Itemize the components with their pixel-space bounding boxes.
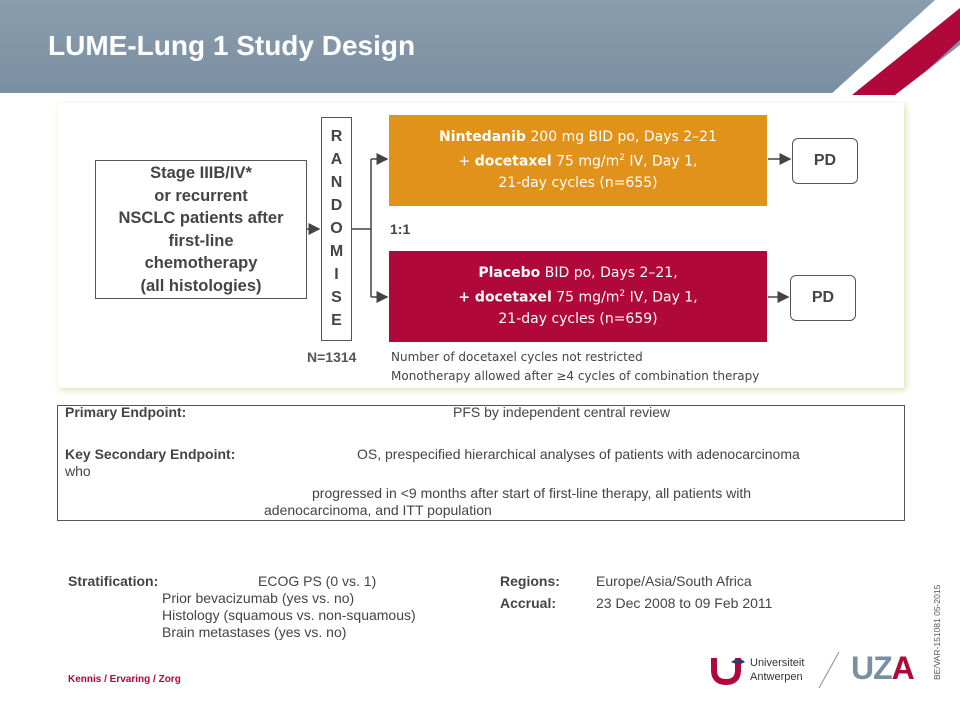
stratification-label: Stratification: xyxy=(68,573,159,589)
arm-combo-schedule: IV, Day 1, xyxy=(625,289,698,306)
stratification-item: ECOG PS (0 vs. 1) xyxy=(258,573,377,589)
corner-decoration xyxy=(830,0,960,95)
randomise-letter: D xyxy=(330,197,343,214)
university-name-line: Universiteit xyxy=(750,657,805,669)
arm-cycles: 21-day cycles (n=655) xyxy=(498,174,658,191)
population-line: chemotherapy xyxy=(144,254,258,272)
endpoints-box xyxy=(57,405,905,521)
pd-box-bottom: PD xyxy=(790,275,856,321)
total-n: N=1314 xyxy=(307,349,357,365)
arm-cycles: 21-day cycles (n=659) xyxy=(498,310,658,327)
population-line: Stage IIIB/IV* xyxy=(150,164,252,182)
arm-combo-dose: 75 mg/m xyxy=(551,289,620,306)
secondary-endpoint-label: Key Secondary Endpoint: xyxy=(65,446,236,462)
nintedanib-arm-box: Nintedanib 200 mg BID po, Days 2–21 + do… xyxy=(389,115,767,206)
regions-label: Regions: xyxy=(500,573,560,589)
population-line: or recurrent xyxy=(154,186,248,205)
uza-logo: UZA xyxy=(851,650,915,687)
arm-combo-drug: + docetaxel xyxy=(458,289,552,306)
logo-divider xyxy=(818,651,840,689)
randomise-box: R A N D O M I S E xyxy=(321,117,352,341)
arm-combo-drug: docetaxel xyxy=(474,153,552,170)
stratification-item: Prior bevacizumab (yes vs. no) xyxy=(162,590,355,606)
secondary-endpoint-value: progressed in <9 months after start of f… xyxy=(312,485,752,501)
footer-tagline: Kennis / Ervaring / Zorg xyxy=(68,674,181,685)
primary-endpoint-value: PFS by independent central review xyxy=(453,404,671,420)
randomise-letter: M xyxy=(329,243,344,260)
placebo-arm-box: Placebo BID po, Days 2–21, + docetaxel 7… xyxy=(389,251,767,342)
arm-notes: Number of docetaxel cycles not restricte… xyxy=(391,348,759,386)
arm-drug-name: Nintedanib xyxy=(439,129,526,146)
arm-drug-name: Placebo xyxy=(478,265,541,282)
randomise-letter: S xyxy=(331,289,342,306)
primary-endpoint-label: Primary Endpoint: xyxy=(65,404,187,420)
document-code: BE/VAR-151081 05-2015 xyxy=(932,584,942,680)
population-box: Stage IIIB/IV* or recurrent NSCLC patien… xyxy=(95,160,307,299)
population-line: (all histologies) xyxy=(140,276,262,295)
randomise-letter: R xyxy=(330,128,343,145)
randomise-letter: O xyxy=(330,220,343,237)
arm-dose: 200 mg BID po, Days 2–21 xyxy=(525,129,717,146)
stratification-item: Histology (squamous vs. non-squamous) xyxy=(162,607,416,623)
secondary-endpoint-value: OS, prespecified hierarchical analyses o… xyxy=(357,446,800,462)
secondary-endpoint-value: who xyxy=(65,463,91,479)
slide-title: LUME-Lung 1 Study Design xyxy=(48,30,416,61)
university-name-line: Antwerpen xyxy=(750,671,803,683)
note-line: Monotherapy allowed after ≥4 cycles of c… xyxy=(391,369,760,383)
header-bar: LUME-Lung 1 Study Design xyxy=(0,0,960,93)
arm-combo-dose: 75 mg/m xyxy=(551,153,620,170)
randomise-letter: I xyxy=(334,266,339,283)
population-line: first-line xyxy=(168,231,234,250)
arm-superscript: 2 xyxy=(619,289,626,300)
accrual-label: Accrual: xyxy=(500,595,557,611)
population-line: NSCLC patients after xyxy=(118,209,284,227)
randomisation-ratio: 1:1 xyxy=(390,221,411,237)
arm-combo-schedule: IV, Day 1, xyxy=(624,153,698,170)
secondary-endpoint-value: adenocarcinoma, and ITT population xyxy=(264,502,492,518)
arm-superscript: 2 xyxy=(619,153,625,164)
university-name: Universiteit Antwerpen xyxy=(750,656,804,684)
randomise-letter: A xyxy=(330,151,343,168)
randomise-letter: N xyxy=(330,174,343,191)
accrual-value: 23 Dec 2008 to 09 Feb 2011 xyxy=(596,595,773,611)
randomise-letter: E xyxy=(331,312,342,329)
regions-value: Europe/Asia/South Africa xyxy=(596,573,752,589)
stratification-item: Brain metastases (yes vs. no) xyxy=(162,624,347,640)
arm-plus: + xyxy=(458,153,475,170)
arm-dose: BID po, Days 2–21, xyxy=(540,265,678,282)
uza-logo-accent: A xyxy=(891,650,915,686)
pd-box-top: PD xyxy=(792,138,858,184)
uza-logo-main: UZ xyxy=(851,650,893,686)
note-line: Number of docetaxel cycles not restricte… xyxy=(391,350,643,364)
university-antwerpen-logo-icon xyxy=(711,658,745,686)
